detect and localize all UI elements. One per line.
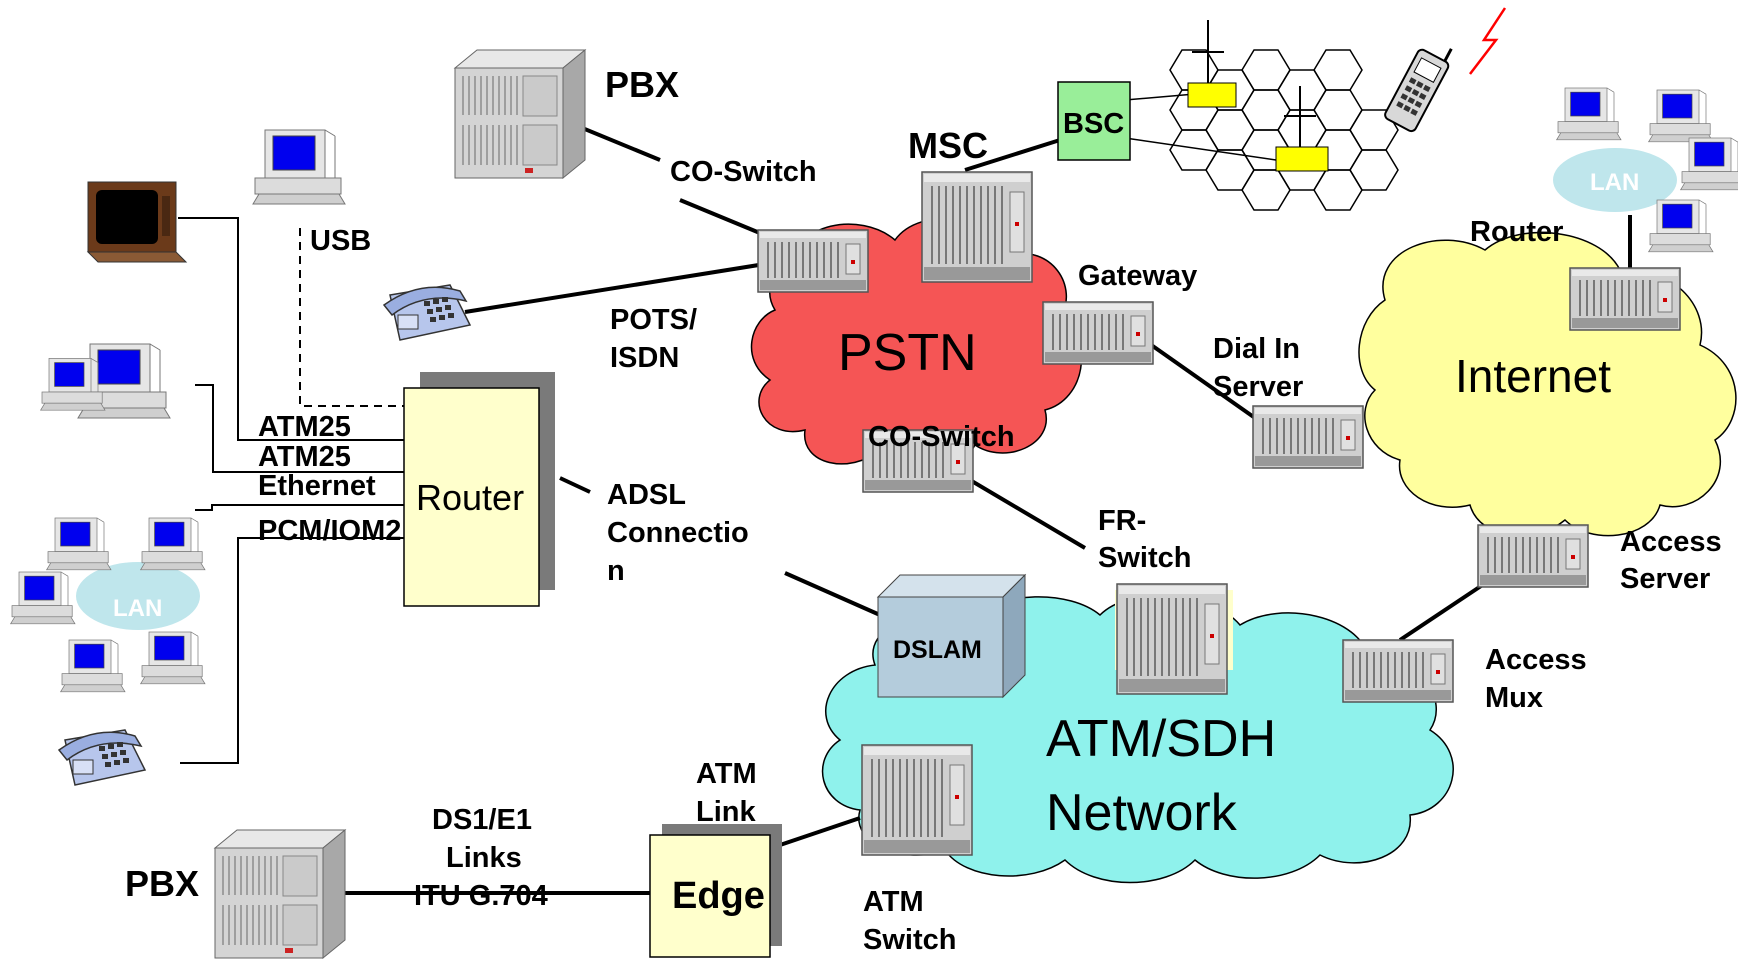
lan-pc-e xyxy=(140,631,206,685)
access-server-label-1: Access xyxy=(1620,526,1722,558)
ds1-label-3: ITU G.704 xyxy=(414,880,548,912)
bsc-label: BSC xyxy=(1063,108,1124,140)
usb-label: USB xyxy=(310,225,371,257)
lan-right-ellipse xyxy=(1553,148,1677,212)
fr-switch-label-1: FR- xyxy=(1098,505,1146,537)
dslam-label: DSLAM xyxy=(893,636,982,664)
co-switch-mid-label: CO-Switch xyxy=(868,421,1015,453)
cell-site-a xyxy=(1187,82,1237,108)
dial-in-label-1: Dial In xyxy=(1213,333,1300,365)
pots-label-1: POTS/ xyxy=(610,304,697,336)
lan-left-ellipse xyxy=(76,562,200,630)
router-label: Router xyxy=(416,477,524,518)
atm25-b-label: ATM25 xyxy=(258,441,351,473)
fr-switch-label-2: Switch xyxy=(1098,542,1191,574)
lan-pc-d xyxy=(60,639,126,693)
dslam-box xyxy=(876,573,1027,699)
access-server-rack xyxy=(1477,524,1589,588)
edge-label: Edge xyxy=(672,875,765,917)
access-mux-label-1: Access xyxy=(1485,644,1587,676)
dial-in-label-2: Server xyxy=(1213,371,1303,403)
lan-left-label: LAN xyxy=(113,595,162,622)
ds1-label-1: DS1/E1 xyxy=(432,804,532,836)
gateway-rack xyxy=(1042,301,1154,365)
atm-link-label-1: ATM xyxy=(696,758,757,790)
usb-dashed-line xyxy=(299,228,405,407)
telephone-bottom-icon xyxy=(58,729,146,786)
lan-right-pc-a xyxy=(1556,87,1622,141)
lan-right-pc-d xyxy=(1648,199,1714,253)
pbx-top-icon xyxy=(454,49,586,179)
msc-rack xyxy=(921,171,1033,283)
pbx-bottom-icon xyxy=(214,829,346,959)
cell-antennas xyxy=(1192,20,1316,150)
gateway-label: Gateway xyxy=(1078,260,1197,292)
adsl-label-2: Connectio xyxy=(607,517,749,549)
pstn-label: PSTN xyxy=(838,324,977,382)
lan-right-pc-c xyxy=(1680,137,1738,191)
bsc-box xyxy=(1057,81,1131,161)
atm25-a-label: ATM25 xyxy=(258,411,351,443)
lan-right-pc-b xyxy=(1648,89,1714,143)
access-server-label-2: Server xyxy=(1620,563,1710,595)
internet-label: Internet xyxy=(1455,350,1611,402)
atm-sdh-label-1: ATM/SDH xyxy=(1046,710,1276,768)
pbx-bottom-label: PBX xyxy=(125,863,199,904)
atm-sdh-label-2: Network xyxy=(1046,784,1238,842)
pbx-top-label: PBX xyxy=(605,64,679,105)
lan-pc-a xyxy=(46,517,112,571)
cell-hex-grid xyxy=(1169,49,1399,211)
edge-box xyxy=(649,834,771,958)
lightning-icon xyxy=(1469,7,1507,75)
fr-switch-rack xyxy=(1116,583,1228,695)
ethernet-label: Ethernet xyxy=(258,470,376,502)
tv-icon xyxy=(86,181,188,263)
cell-site-b xyxy=(1275,146,1329,172)
router-right-label: Router xyxy=(1470,216,1563,248)
co-switch-top-label: CO-Switch xyxy=(670,156,817,188)
pcm-iom-label: PCM/IOM2 xyxy=(258,515,401,547)
atm-switch-rack xyxy=(861,744,973,856)
router-box xyxy=(403,387,540,607)
telephone-top-icon xyxy=(383,284,471,341)
atm-switch-label-2: Switch xyxy=(863,924,956,956)
msc-label: MSC xyxy=(908,125,988,166)
co-switch-top-rack xyxy=(757,229,869,293)
lan-wiring xyxy=(178,217,405,764)
atm-switch-label-1: ATM xyxy=(863,886,924,918)
atm-link-label-2: Link xyxy=(696,796,756,828)
internet-router-rack xyxy=(1569,267,1681,331)
dial-in-server-rack xyxy=(1252,405,1364,469)
usb-computer-icon xyxy=(252,129,346,205)
adsl-label-3: n xyxy=(607,555,625,587)
pots-label-2: ISDN xyxy=(610,342,679,374)
access-mux-rack xyxy=(1342,639,1454,703)
lan-right-label: LAN xyxy=(1590,169,1639,196)
lan-pc-c xyxy=(10,571,76,625)
lan-pc-b xyxy=(140,517,206,571)
mobile-phone-icon xyxy=(1384,48,1453,133)
access-mux-label-2: Mux xyxy=(1485,682,1543,714)
adsl-label-1: ADSL xyxy=(607,479,686,511)
ds1-label-2: Links xyxy=(446,842,522,874)
